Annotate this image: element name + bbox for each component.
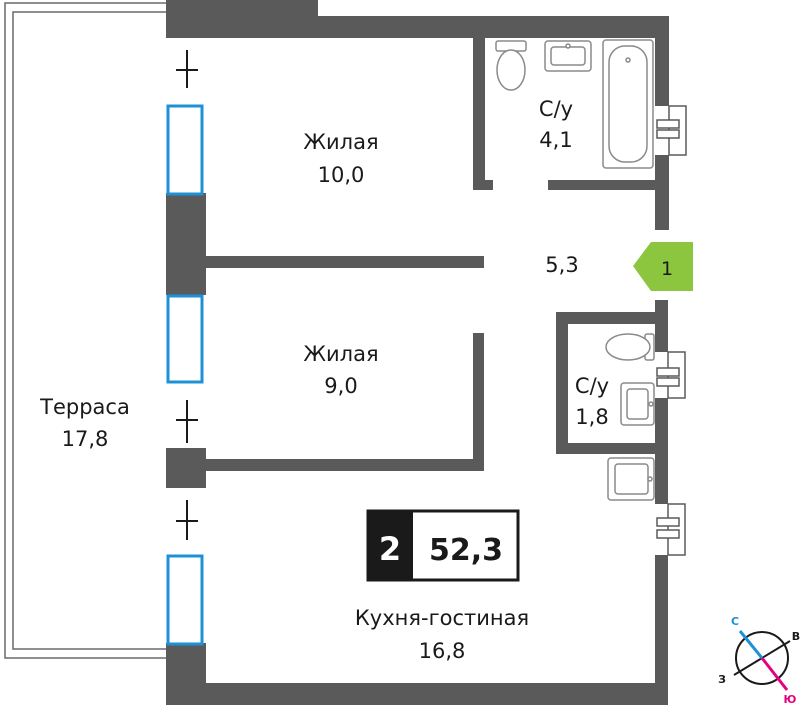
room-label-bathroom-1: С/у 4,1	[539, 97, 573, 152]
entrance-marker[interactable]: 1	[633, 242, 693, 291]
walls	[166, 0, 669, 705]
window-living-1	[166, 104, 204, 196]
room-label-terrace: Терраса 17,8	[39, 395, 130, 451]
window-kitchen	[166, 554, 204, 646]
toilet-icon	[495, 40, 527, 91]
svg-text:Терраса: Терраса	[39, 395, 130, 419]
svg-text:17,8: 17,8	[62, 427, 109, 451]
terrace-outline	[4, 2, 168, 659]
svg-text:Кухня-гостиная: Кухня-гостиная	[355, 606, 529, 630]
compass-east-label: В	[792, 630, 800, 643]
svg-text:4,1: 4,1	[539, 128, 572, 152]
svg-text:5,3: 5,3	[545, 253, 578, 277]
room-label-kitchen: Кухня-гостиная 16,8	[355, 606, 529, 663]
toilet-icon	[605, 333, 655, 361]
windows	[166, 104, 204, 646]
room-label-living-1: Жилая 10,0	[303, 130, 378, 187]
entrance-arrow-icon	[633, 242, 693, 291]
svg-text:10,0: 10,0	[318, 163, 365, 187]
window-living-2	[166, 294, 204, 384]
svg-text:9,0: 9,0	[324, 374, 357, 398]
svg-text:Жилая: Жилая	[303, 130, 378, 154]
compass-circle	[735, 631, 789, 685]
rooms-count: 2	[379, 530, 401, 568]
sink-icon	[544, 40, 592, 72]
kitchen-sink-icon	[607, 457, 655, 501]
total-area: 52,3	[429, 533, 503, 568]
bathroom-1-fixtures	[495, 39, 654, 169]
svg-text:16,8: 16,8	[419, 639, 466, 663]
room-label-hall: 5,3	[545, 253, 578, 277]
svg-text:Жилая: Жилая	[303, 342, 378, 366]
compass-west-label: З	[718, 673, 726, 686]
apartment-badge: 2 52,3	[366, 509, 520, 582]
svg-text:С/у: С/у	[575, 374, 609, 398]
svg-text:С/у: С/у	[539, 97, 573, 121]
room-label-bathroom-2: С/у 1,8	[575, 374, 609, 429]
bathroom-2-fixtures	[605, 333, 655, 426]
bathtub-icon	[602, 39, 654, 169]
room-label-living-2: Жилая 9,0	[303, 342, 378, 398]
compass-north-needle	[738, 630, 764, 659]
compass-north-label: С	[731, 615, 739, 628]
svg-text:1,8: 1,8	[575, 405, 608, 429]
sink-icon	[620, 382, 655, 426]
compass: С В З Ю	[718, 615, 800, 705]
entrance-label: 1	[661, 258, 673, 280]
compass-south-label: Ю	[784, 693, 797, 705]
compass-south-needle	[760, 657, 789, 691]
terrace-door-marks	[176, 50, 198, 540]
vent-shafts	[656, 105, 687, 556]
